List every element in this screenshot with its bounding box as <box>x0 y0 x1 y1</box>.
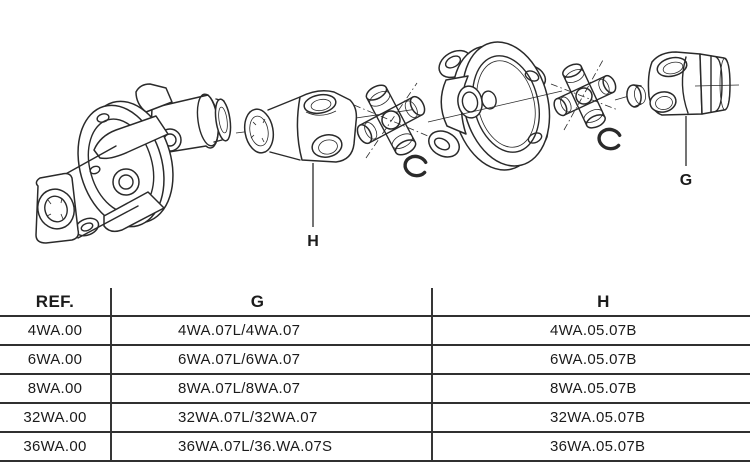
label-g: G <box>680 172 692 189</box>
cell-ref: 32WA.00 <box>0 404 112 431</box>
cell-h: 32WA.05.07B <box>550 409 646 426</box>
table-row: 6WA.00 6WA.07L/6WA.07 6WA.05.07B <box>0 346 750 375</box>
cell-ref: 36WA.00 <box>0 433 112 460</box>
table-row: 36WA.00 36WA.07L/36.WA.07S 36WA.05.07B <box>0 433 750 462</box>
cell-h: 4WA.05.07B <box>550 322 637 339</box>
cross-journal-2-drawing <box>550 59 619 131</box>
cell-g: 36WA.07L/36.WA.07S <box>112 433 433 460</box>
assembled-joint-drawing <box>35 83 232 244</box>
retaining-ring-2-icon <box>597 127 622 151</box>
cross-journal-1-drawing <box>353 82 429 159</box>
cell-g: 6WA.07L/6WA.07 <box>112 346 433 373</box>
outer-yoke-g-drawing <box>614 51 740 116</box>
table-header-row: REF. G H <box>0 288 750 317</box>
flange-yoke-drawing <box>427 41 563 171</box>
cell-g: 4WA.07L/4WA.07 <box>112 317 433 344</box>
header-h: H <box>597 291 610 311</box>
cell-g: 32WA.07L/32WA.07 <box>112 404 433 431</box>
table-row: 32WA.00 32WA.07L/32WA.07 32WA.05.07B <box>0 404 750 433</box>
table-row: 8WA.00 8WA.07L/8WA.07 8WA.05.07B <box>0 375 750 404</box>
tube-yoke-h-drawing <box>235 90 425 163</box>
cell-h: 6WA.05.07B <box>550 351 637 368</box>
header-ref: REF. <box>0 288 112 315</box>
label-h: H <box>307 233 319 250</box>
parts-table: REF. G H 4WA.00 4WA.07L/4WA.07 4WA.05.07… <box>0 288 750 462</box>
cell-g: 8WA.07L/8WA.07 <box>112 375 433 402</box>
exploded-parts-diagram: H G <box>35 41 740 250</box>
cell-ref: 6WA.00 <box>0 346 112 373</box>
cell-h: 8WA.05.07B <box>550 380 637 397</box>
header-g: G <box>112 288 433 315</box>
cell-ref: 8WA.00 <box>0 375 112 402</box>
table-row: 4WA.00 4WA.07L/4WA.07 4WA.05.07B <box>0 317 750 346</box>
cell-h: 36WA.05.07B <box>550 438 646 455</box>
cell-ref: 4WA.00 <box>0 317 112 344</box>
retaining-ring-1-icon <box>403 154 428 178</box>
